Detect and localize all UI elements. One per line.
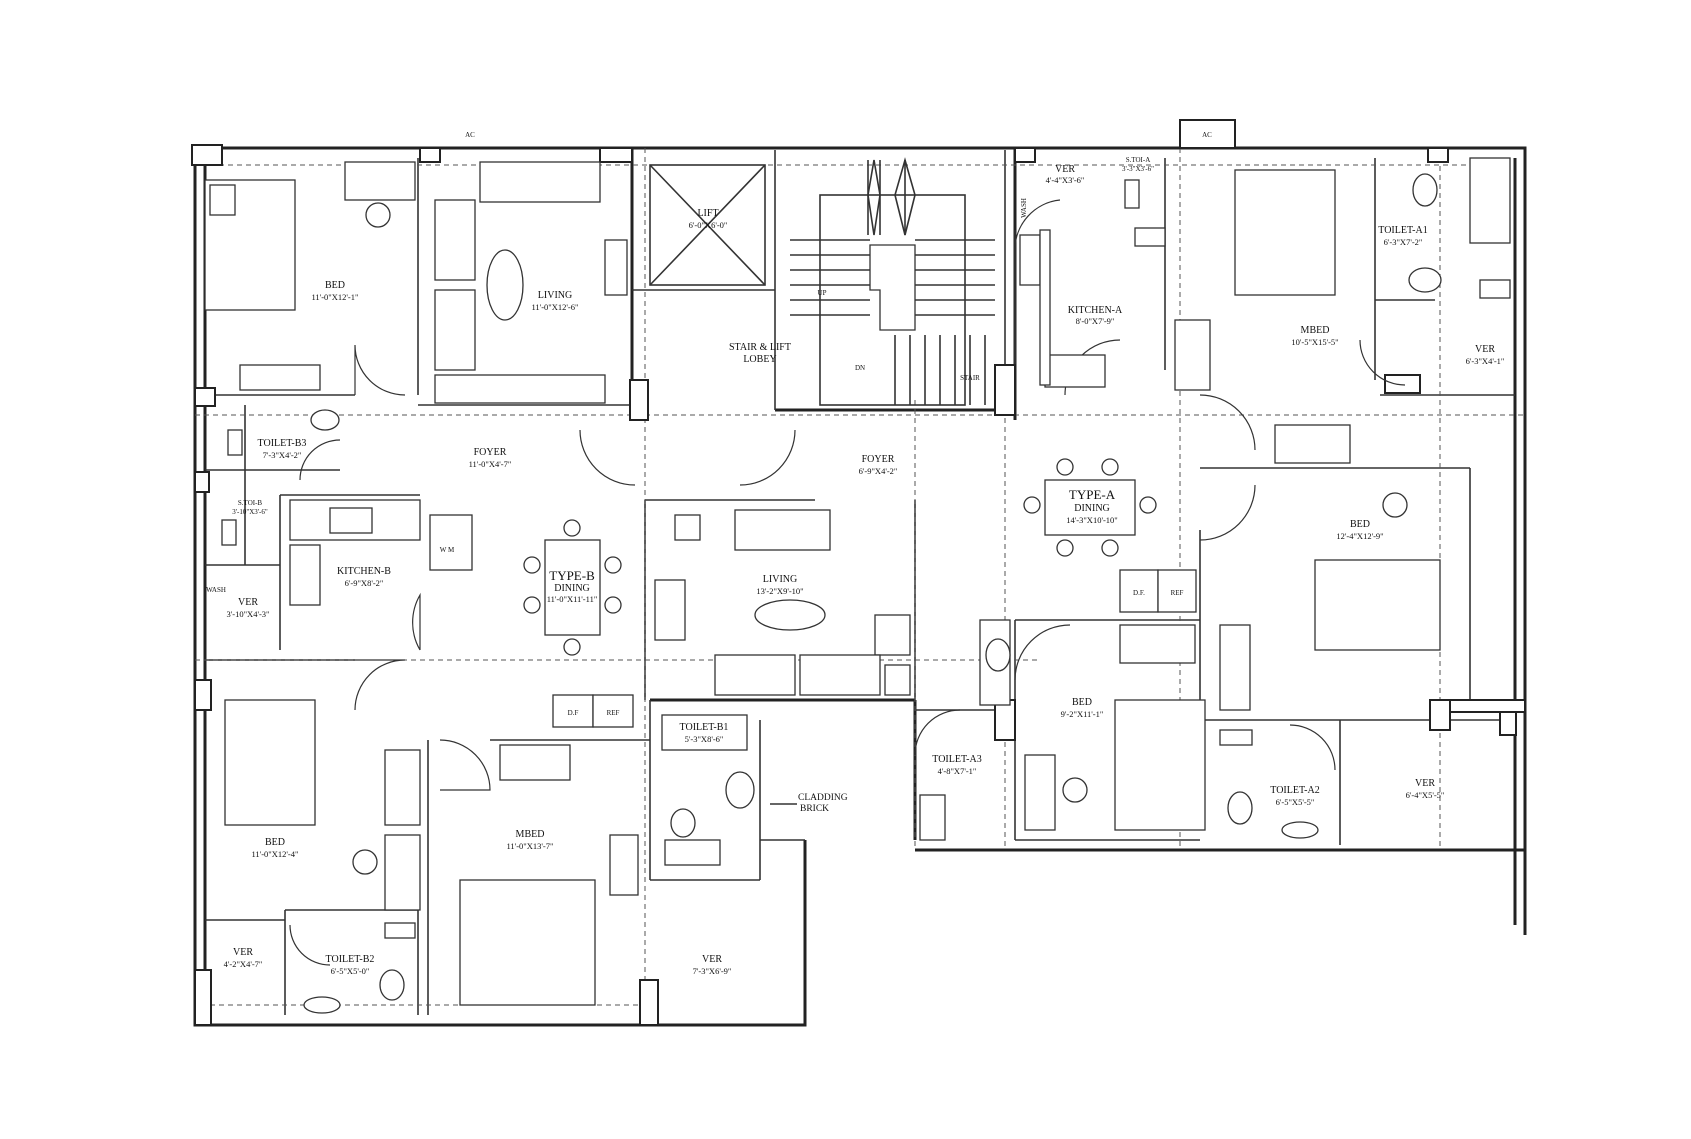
up-label: UP <box>818 289 827 297</box>
room-dimension: 6'-9"X8'-2" <box>345 578 384 588</box>
room-name: STAIR & LIFT <box>729 342 791 353</box>
room-name: VER <box>1055 164 1075 175</box>
room-name: MBED <box>516 829 545 840</box>
stair-label: STAIR <box>960 374 980 382</box>
interior-walls <box>205 150 1515 1015</box>
room-name: BED <box>265 837 285 848</box>
room-name: S.TOI-A <box>1126 156 1151 164</box>
washing-machine-label: W M <box>440 546 455 554</box>
room-dimension: 4'-4"X3'-6" <box>1046 175 1085 185</box>
room-dimension: 8'-0"X7'-9" <box>1076 316 1115 326</box>
room-name: S.TOI-B <box>238 499 263 507</box>
room-name: KITCHEN-B <box>337 566 391 577</box>
room-name: FOYER <box>474 447 507 458</box>
wash-label: WASH <box>206 586 226 594</box>
wash-label: WASH <box>1020 198 1028 218</box>
room-name: TYPE-A <box>1069 487 1116 502</box>
room-name: TOILET-A2 <box>1270 785 1319 796</box>
room-dimension: 3'-10"X4'-3" <box>226 609 269 619</box>
room-dimension: 11'-0"X12'-6" <box>532 302 579 312</box>
room-dimension: 13'-2"X9'-10" <box>756 586 803 596</box>
room-dimension: 6'-9"X4'-2" <box>859 466 898 476</box>
room-dimension: 10'-5"X15'-5" <box>1291 337 1338 347</box>
down-label: DN <box>855 364 865 372</box>
room-dimension: 12'-4"X12'-9" <box>1336 531 1383 541</box>
room-name: TOILET-B1 <box>680 722 729 733</box>
room-dimension: 4'-8"X7'-1" <box>938 766 977 776</box>
cladding-note: BRICK <box>800 804 829 814</box>
room-dimension: 11'-0"X12'-1" <box>312 292 359 302</box>
room-name: FOYER <box>862 454 895 465</box>
room-dimension: 11'-0"X12'-4" <box>252 849 299 859</box>
room-name: KITCHEN-A <box>1068 305 1123 316</box>
room-dimension: 9'-2"X11'-1" <box>1061 709 1104 719</box>
room-subtitle: DINING <box>554 583 590 594</box>
room-name: MBED <box>1301 325 1330 336</box>
room-dimension: 6'-5"X5'-0" <box>331 966 370 976</box>
room-dimension: 7'-3"X6'-9" <box>693 966 732 976</box>
ac-label: AC <box>1202 131 1212 139</box>
room-dimension: 5'-3"X8'-6" <box>685 734 724 744</box>
room-name: TOILET-B2 <box>326 954 375 965</box>
room-name: LOBEY <box>743 354 776 365</box>
room-dimension: 11'-0"X4'-7" <box>469 459 512 469</box>
room-dimension: 11'-0"X11'-11" <box>547 594 598 604</box>
furniture <box>204 157 1511 1014</box>
room-name: TOILET-A3 <box>932 754 981 765</box>
room-dimension: 6'-5"X5'-5" <box>1276 797 1315 807</box>
room-dimension: 4'-2"X4'-7" <box>224 959 263 969</box>
room-name: VER <box>1415 778 1435 789</box>
stair <box>790 157 995 406</box>
room-name: TOILET-B3 <box>258 438 307 449</box>
room-dimension: 3'-3"X3'-6" <box>1122 165 1154 173</box>
room-name: LIVING <box>538 290 572 301</box>
room-name: VER <box>238 597 258 608</box>
cladding-note: CLADDING <box>798 793 848 803</box>
room-dimension: 11'-0"X13'-7" <box>507 841 554 851</box>
room-name: BED <box>1072 697 1092 708</box>
misc-labels: AC AC W M D.F REF D.F. REF CLADDING BRIC… <box>440 131 1212 814</box>
room-name: VER <box>233 947 253 958</box>
fridge-label: D.F. <box>1133 589 1145 597</box>
room-name: TYPE-B <box>549 568 595 583</box>
room-dimension: 6'-4"X5'-5" <box>1406 790 1445 800</box>
room-dimension: 6'-3"X7'-2" <box>1384 237 1423 247</box>
fridge-label: D.F <box>568 709 579 717</box>
room-dimension: 7'-3"X4'-2" <box>263 450 302 460</box>
room-name: TOILET-A1 <box>1378 225 1427 236</box>
room-name: BED <box>1350 519 1370 530</box>
room-dimension: 14'-3"X10'-10" <box>1066 515 1118 525</box>
room-name: VER <box>702 954 722 965</box>
room-name: LIVING <box>763 574 797 585</box>
fridge-label: REF <box>607 709 620 717</box>
room-name: BED <box>325 280 345 291</box>
room-dimension: 3'-10"X3'-6" <box>232 508 268 516</box>
fridge-label: REF <box>1171 589 1184 597</box>
room-dimension: 6'-3"X4'-1" <box>1466 356 1505 366</box>
room-subtitle: DINING <box>1074 503 1110 514</box>
room-labels: BED 11'-0"X12'-1" LIVING 11'-0"X12'-6" L… <box>206 156 1504 976</box>
room-dimension: 6'-0"X6'-0" <box>689 220 728 230</box>
room-name: LIFT <box>697 208 718 219</box>
room-name: VER <box>1475 344 1495 355</box>
ac-label: AC <box>465 131 475 139</box>
lift-shaft <box>649 164 766 286</box>
